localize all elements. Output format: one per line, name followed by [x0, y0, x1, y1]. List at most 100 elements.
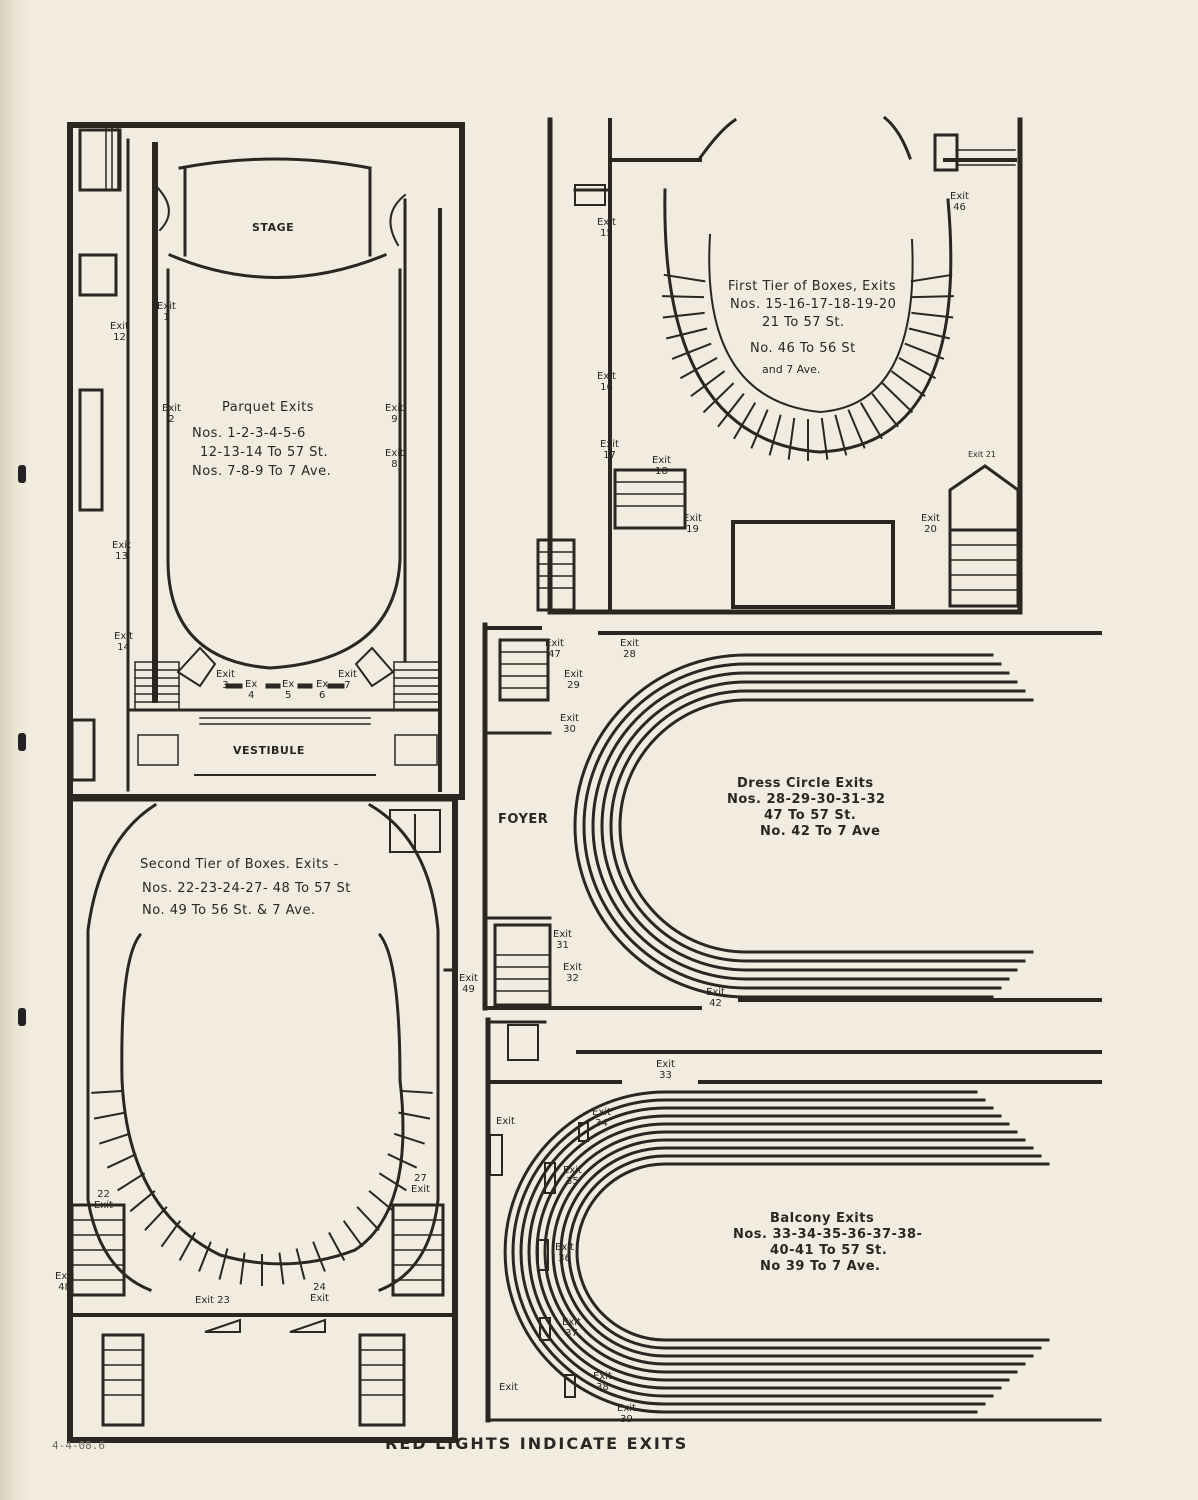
dress-circle-title: Dress Circle Exits [737, 776, 874, 791]
first-tier-line4: No. 46 To 56 St [750, 341, 856, 356]
exit-47-label: Exit 47 [545, 638, 564, 660]
first-tier-line2: Nos. 15-16-17-18-19-20 [730, 297, 897, 312]
box-partition [328, 1231, 346, 1262]
seating-row [551, 1138, 1026, 1366]
box-partition [750, 409, 769, 449]
exit-5-label: Ex 5 [282, 679, 295, 701]
box-partition [295, 1248, 306, 1280]
box-partition [117, 1172, 146, 1192]
seating-row [503, 1090, 978, 1414]
box-partition [910, 273, 953, 283]
box-partition [144, 1206, 168, 1231]
box-partition [911, 311, 954, 319]
exit-6-label: Ex 6 [316, 679, 329, 701]
exit-34-label: Exit 34 [592, 1107, 611, 1129]
exit-3-label: Exit 3 [216, 669, 235, 691]
box-partition [398, 1111, 431, 1120]
seating-row [600, 680, 1018, 972]
footer-notice: RED LIGHTS INDICATE EXITS [385, 1434, 689, 1453]
box-partition [787, 417, 796, 460]
pencil-note: 4-4-08.6 [52, 1439, 105, 1452]
exit-36-label: Exit 36 [555, 1242, 574, 1264]
box-partition [312, 1241, 326, 1272]
exit-39-label: Exit 39 [617, 1403, 636, 1425]
binding-hole [18, 733, 26, 751]
box-partition [663, 273, 706, 283]
stage-label: STAGE [252, 221, 295, 234]
balcony-line3: 40-41 To 57 St. [770, 1243, 888, 1258]
box-partition [178, 1231, 196, 1262]
exit-16-label: Exit 16 [597, 371, 616, 393]
exit-17-label: Exit 17 [600, 439, 619, 461]
exit-33-label: Exit 33 [656, 1059, 675, 1081]
seating-row [591, 671, 1010, 981]
box-partition [911, 295, 954, 299]
parquet-exits-line2: 12-13-14 To 57 St. [200, 445, 329, 460]
exit-42-label: Exit 42 [706, 987, 725, 1009]
seating-row [618, 698, 1034, 954]
exit-19-label: Exit 19 [683, 513, 702, 535]
exit-37-label: Exit 37 [562, 1317, 581, 1339]
box-partition [278, 1252, 285, 1285]
exit-2-label: Exit 2 [162, 403, 181, 425]
dress-circle-line4: No. 42 To 7 Ave [760, 824, 881, 839]
exit-15-label: Exit 15 [597, 217, 616, 239]
exit-22-label: 22 Exit [94, 1189, 113, 1211]
seating-row [519, 1106, 994, 1398]
box-partition [702, 382, 735, 414]
dress-circle-seating-rows [573, 653, 1034, 999]
box-partition [898, 356, 937, 380]
seating-row [559, 1146, 1034, 1358]
box-partition [99, 1132, 131, 1145]
dress-circle-line3: 47 To 57 St. [764, 808, 857, 823]
exit-27-label: 27 Exit [411, 1173, 430, 1195]
seating-row [582, 662, 1002, 990]
box-partition [871, 393, 899, 428]
box-partition [834, 414, 848, 456]
box-partition [356, 1206, 380, 1231]
exit-49-label: Exit 49 [459, 973, 478, 995]
exit-31-label: Exit 31 [553, 929, 572, 951]
box-partition [198, 1241, 212, 1272]
seating-row [575, 1162, 1050, 1342]
binding-hole [18, 465, 26, 483]
box-partition [662, 295, 705, 299]
box-partition [342, 1220, 364, 1248]
exit-48-label: Exit 48 [55, 1271, 74, 1293]
second-tier-box-partitions [91, 1089, 433, 1286]
exit-18-label: Exit 18 [652, 455, 671, 477]
first-tier-box-partitions [662, 273, 954, 461]
vestibule-label: VESTIBULE [233, 744, 305, 757]
exit-40-label: Exit [496, 1116, 515, 1127]
exit-29-label: Exit 29 [564, 669, 583, 691]
seating-row [535, 1122, 1010, 1382]
seating-row [573, 653, 994, 999]
box-partition [662, 311, 705, 319]
box-partition [671, 342, 712, 360]
first-tier-plan [536, 115, 1023, 615]
exit-14-label: Exit 14 [114, 631, 133, 653]
exit-4-label: Ex 4 [245, 679, 258, 701]
exit-23-label: Exit 23 [195, 1295, 230, 1306]
box-partition [129, 1190, 156, 1213]
exit-24-label: 24 Exit [310, 1282, 329, 1304]
balcony-plan [485, 1017, 1102, 1423]
box-partition [768, 414, 782, 456]
balcony-seating-rows [503, 1090, 1050, 1414]
box-partition [820, 417, 829, 460]
parquet-plan [67, 122, 465, 800]
second-tier-line1: Second Tier of Boxes. Exits - [140, 857, 339, 872]
box-partition [160, 1220, 182, 1248]
exit-9-label: Exit 9 [385, 403, 404, 425]
seating-row [511, 1098, 986, 1406]
exit-38-label: Exit 38 [593, 1371, 612, 1393]
box-partition [904, 342, 945, 360]
exit-12-label: Exit 12 [110, 321, 129, 343]
foyer-label: FOYER [498, 812, 549, 827]
box-partition [393, 1132, 425, 1145]
box-partition [881, 382, 914, 414]
exit-30-label: Exit 30 [560, 713, 579, 735]
box-partition [859, 402, 883, 440]
